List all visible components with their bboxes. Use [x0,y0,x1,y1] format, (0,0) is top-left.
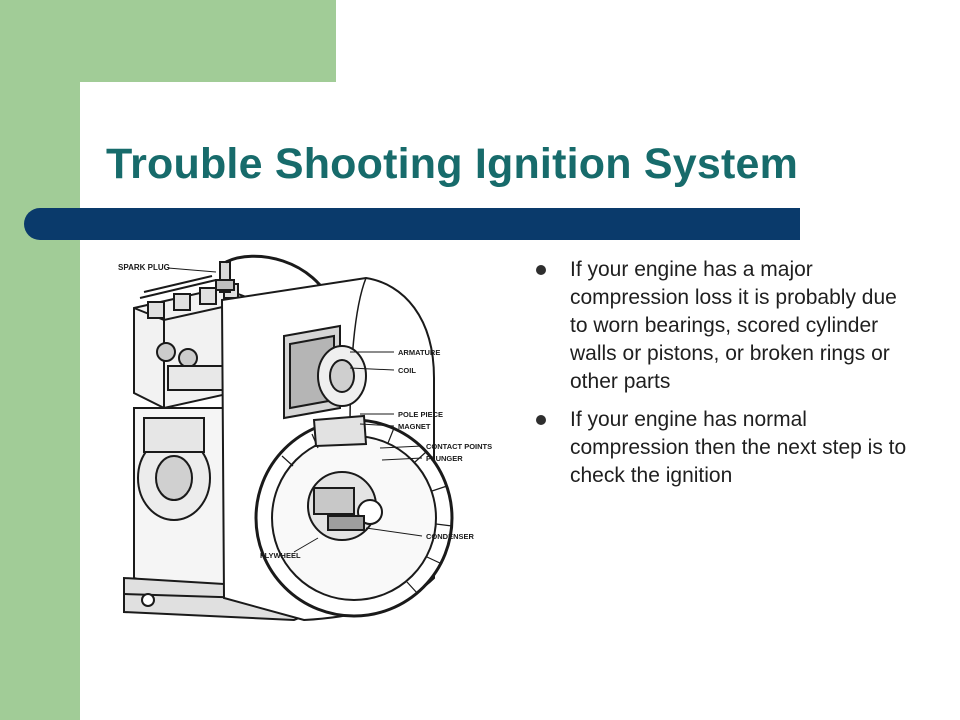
label-pole-piece: POLE PIECE [398,410,443,419]
slide-title: Trouble Shooting Ignition System [106,140,799,188]
label-condenser: CONDENSER [426,532,475,541]
label-flywheel: FLYWHEEL [260,551,301,560]
bullet-item: If your engine has a major compression l… [536,256,916,396]
label-armature: ARMATURE [398,348,440,357]
left-accent-bar [0,0,80,720]
label-contact-points: CONTACT POINTS [426,442,492,451]
label-coil: COIL [398,366,416,375]
content-area-top [120,82,960,142]
top-accent-block [80,0,336,82]
bullet-item: If your engine has normal compression th… [536,406,916,490]
bullet-text: If your engine has normal compression th… [570,408,907,487]
title-underline-bar [24,208,800,240]
label-plunger: PLUNGER [426,454,463,463]
label-spark-plug: SPARK PLUG [118,263,170,272]
bullet-dot-icon [536,415,546,425]
engine-magneto-diagram-icon: SPARK PLUG [104,248,502,640]
bullet-dot-icon [536,265,546,275]
bullet-list: If your engine has a major compression l… [536,256,916,500]
label-magnet: MAGNET [398,422,431,431]
bullet-text: If your engine has a major compression l… [570,258,897,393]
